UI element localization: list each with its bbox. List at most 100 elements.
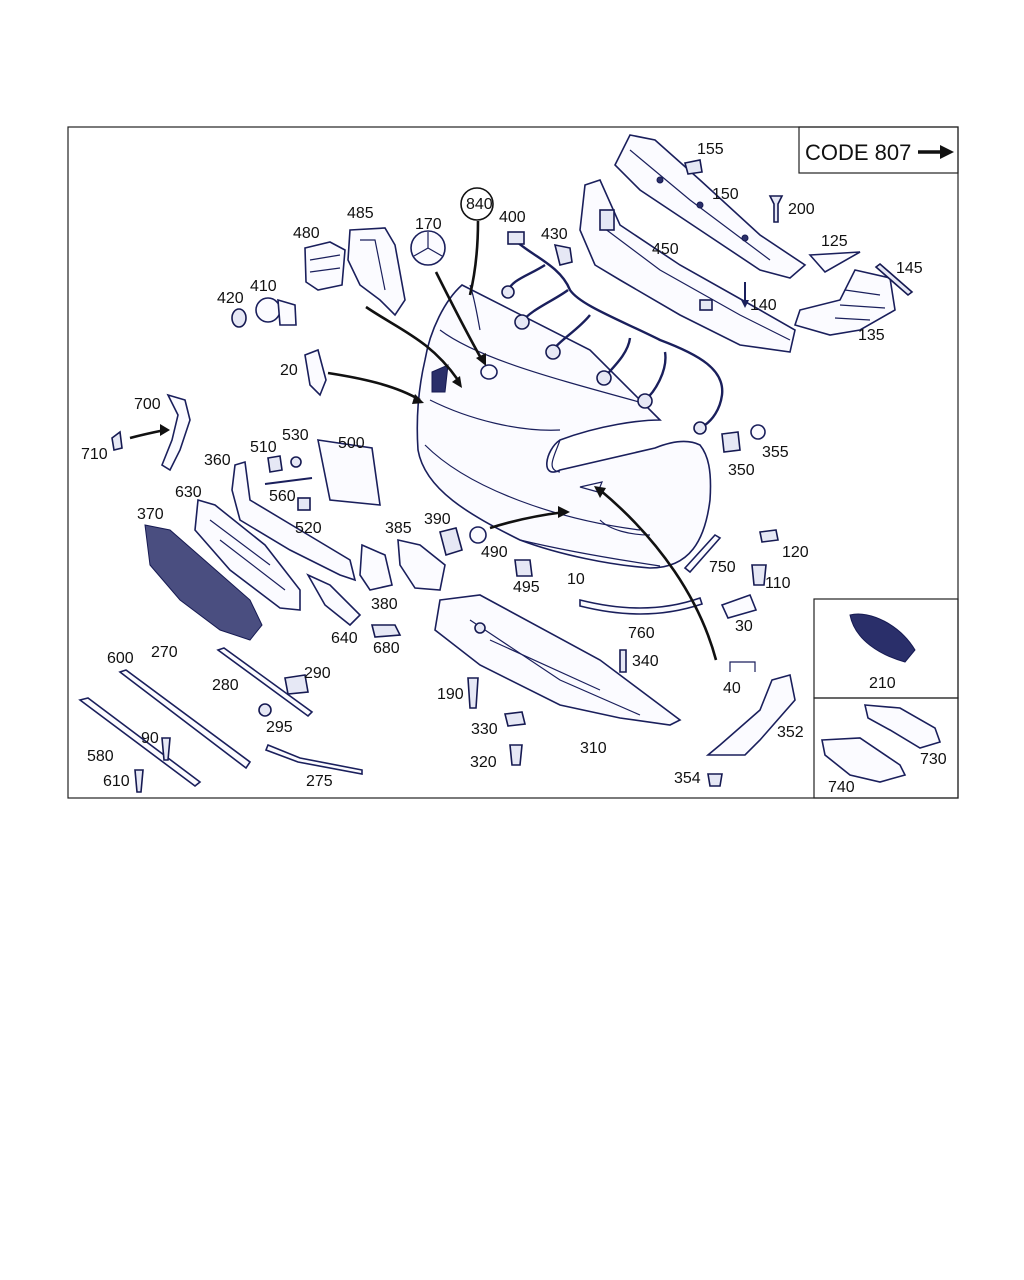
- right-arrow-icon: [918, 145, 954, 159]
- label-580: 580: [87, 748, 114, 765]
- label-210: 210: [869, 675, 896, 692]
- cover-352-part: [705, 673, 796, 756]
- label-760: 760: [628, 625, 655, 642]
- bumper-cover-part: [416, 284, 712, 569]
- label-710: 710: [81, 446, 108, 463]
- leader-arrows: [129, 220, 718, 661]
- label-520: 520: [295, 520, 322, 537]
- clip-355-part: [750, 424, 766, 440]
- label-320: 320: [470, 754, 497, 771]
- label-385: 385: [385, 520, 412, 537]
- clip-155-part: [684, 159, 703, 175]
- cover-30-part: [720, 593, 758, 619]
- label-450: 450: [652, 241, 679, 258]
- label-410: 410: [250, 278, 277, 295]
- fasteners-330-320-340-190-part: [467, 649, 627, 766]
- label-640: 640: [331, 630, 358, 647]
- spacer-125-part: [808, 251, 861, 274]
- label-40: 40: [723, 680, 741, 697]
- connector-430-part: [553, 243, 573, 266]
- sensor-490-part: [469, 526, 487, 544]
- label-140: 140: [750, 297, 777, 314]
- clip-495-part: [514, 559, 533, 577]
- label-330: 330: [471, 721, 498, 738]
- grille-insert-210-part: [849, 613, 916, 663]
- inset-box-730-740: [813, 697, 959, 799]
- screw-354-part: [707, 773, 723, 787]
- label-530: 530: [282, 427, 309, 444]
- label-350: 350: [728, 462, 755, 479]
- label-600: 600: [107, 650, 134, 667]
- label-740: 740: [828, 779, 855, 796]
- label-370: 370: [137, 506, 164, 523]
- strip-275-part: [264, 743, 363, 775]
- bracket-380-part: [359, 543, 393, 591]
- clip-290-part: [284, 674, 309, 695]
- bolts-510-560-part: [264, 455, 313, 511]
- grille-630-part: [194, 498, 301, 611]
- trim-750-part: [683, 533, 722, 574]
- label-125: 125: [821, 233, 848, 250]
- code-807-box: CODE 807: [798, 126, 959, 174]
- star-emblem-170-part: [410, 230, 446, 266]
- clip-680-part: [370, 624, 402, 638]
- label-340: 340: [632, 653, 659, 670]
- strip-760-part: [579, 596, 704, 615]
- bracket-485-part: [347, 227, 406, 317]
- trim-280-part: [216, 647, 314, 718]
- license-plate-500-part: [316, 439, 381, 506]
- label-275: 275: [306, 773, 333, 790]
- bracket-390-part: [439, 527, 463, 557]
- part-labels: 155 150 200 125 450 145 140 135 840 400 …: [81, 141, 947, 796]
- bezel-740-part: [821, 737, 907, 783]
- label-352: 352: [777, 724, 804, 741]
- cover-20-part: [304, 348, 327, 397]
- bracket-360-part: [231, 460, 357, 582]
- label-420: 420: [217, 290, 244, 307]
- trim-700-part: [161, 393, 191, 472]
- strip-145-part: [874, 262, 914, 297]
- bracket-135-part: [793, 269, 896, 336]
- label-750: 750: [709, 559, 736, 576]
- label-360: 360: [204, 452, 231, 469]
- label-430: 430: [541, 226, 568, 243]
- trim-270-part: [118, 669, 252, 770]
- cover-640-part: [306, 573, 362, 627]
- label-500: 500: [338, 435, 365, 452]
- label-355: 355: [762, 444, 789, 461]
- control-unit-480-part: [304, 241, 346, 291]
- label-10: 10: [567, 571, 585, 588]
- label-155: 155: [697, 141, 724, 158]
- label-390: 390: [424, 511, 451, 528]
- code-807-text: CODE 807: [805, 140, 911, 165]
- label-145: 145: [896, 260, 923, 277]
- wiring-harness-part: [501, 231, 724, 435]
- ring-420-part: [231, 308, 247, 328]
- bracket-350-part: [721, 431, 741, 453]
- clip-710-part: [111, 430, 123, 451]
- bolt-140-part: [741, 282, 749, 308]
- label-610: 610: [103, 773, 130, 790]
- label-485: 485: [347, 205, 374, 222]
- label-290: 290: [304, 665, 331, 682]
- label-200: 200: [788, 201, 815, 218]
- label-680: 680: [373, 640, 400, 657]
- label-840: 840: [466, 196, 493, 213]
- support-450-part: [579, 179, 796, 353]
- label-150: 150: [712, 186, 739, 203]
- label-280: 280: [212, 677, 239, 694]
- label-700: 700: [134, 396, 161, 413]
- label-120: 120: [782, 544, 809, 561]
- sensor-410-part: [255, 297, 297, 326]
- grille-370-part: [144, 524, 263, 641]
- label-30: 30: [735, 618, 753, 635]
- trim-580-part: [78, 697, 202, 788]
- bezel-730-part: [863, 704, 942, 749]
- underbody-310-part: [434, 594, 682, 726]
- diagram-frame: [67, 126, 959, 799]
- label-560: 560: [269, 488, 296, 505]
- label-730: 730: [920, 751, 947, 768]
- label-20: 20: [280, 362, 298, 379]
- screw-110-part: [751, 564, 767, 586]
- label-110: 110: [765, 575, 791, 592]
